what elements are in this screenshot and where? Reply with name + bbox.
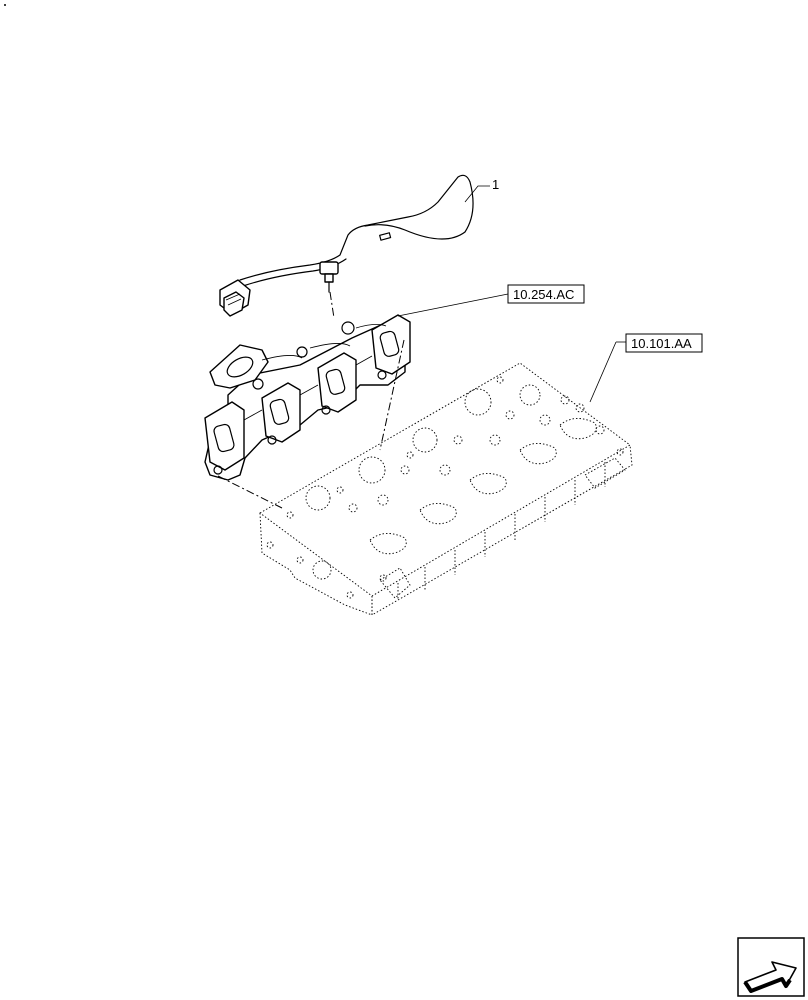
- callout-1: 1: [464, 177, 499, 203]
- callout-cylinder-head-label: 10.101.AA: [631, 336, 692, 351]
- cylinder-head-drawing: [259, 362, 633, 616]
- callout-exhaust-manifold[interactable]: 10.254.AC: [397, 284, 585, 317]
- callout-exhaust-manifold-label: 10.254.AC: [513, 287, 574, 302]
- callout-1-label: 1: [492, 177, 499, 192]
- next-page-arrow-icon[interactable]: [737, 937, 805, 997]
- exhaust-manifold-drawing: [204, 314, 411, 481]
- alignment-lines: [217, 291, 405, 509]
- callout-cylinder-head[interactable]: 10.101.AA: [589, 333, 703, 403]
- corner-dot: [4, 4, 6, 6]
- exhaust-temperature-sensor-drawing: [219, 174, 474, 317]
